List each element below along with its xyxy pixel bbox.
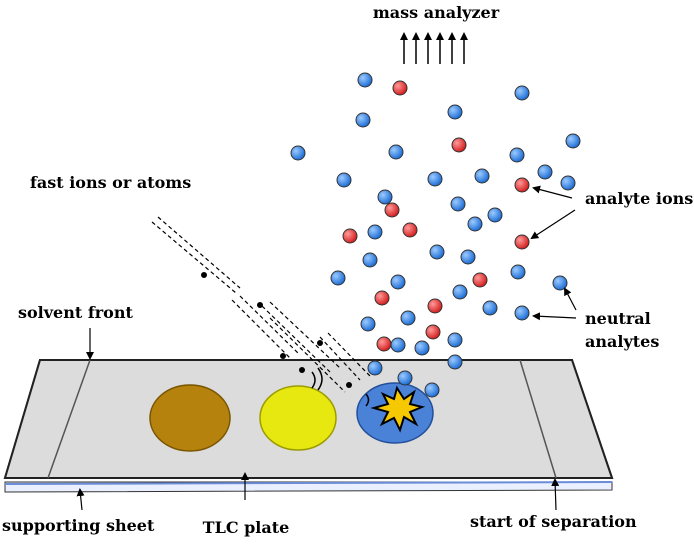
neutral-analyte	[537, 164, 553, 180]
neutral-analyte	[560, 175, 576, 191]
analyte-ion	[392, 80, 408, 96]
neutral-analyte	[330, 270, 346, 286]
neutral-analyte	[510, 264, 526, 280]
neutral-analyte	[467, 216, 483, 232]
neutral-analyte	[390, 337, 406, 353]
neutral-analyte	[367, 360, 383, 376]
start-of-separation-label: start of separation	[470, 512, 637, 531]
neutral-analyte	[336, 172, 352, 188]
analyte-ion	[514, 234, 530, 250]
yellow-spot	[259, 385, 337, 451]
mass-analyzer-label: mass analyzer	[373, 3, 500, 22]
analyte-ion	[451, 137, 467, 153]
neutral-analyte	[429, 244, 445, 260]
impact-waves	[311, 367, 370, 407]
analyte-ion	[514, 177, 530, 193]
neutral-analyte	[460, 249, 476, 265]
start-line	[519, 359, 557, 479]
neutral-analyte	[474, 168, 490, 184]
neutral-analyte	[360, 316, 376, 332]
impact-burst	[370, 385, 426, 433]
neutral-analyte	[388, 144, 404, 160]
neutral-analyte	[424, 382, 440, 398]
neutral-analyte	[290, 145, 306, 161]
brown-spot	[149, 384, 231, 452]
neutral-analyte	[450, 196, 466, 212]
supporting-sheet-line	[4, 481, 613, 485]
beam-particles	[201, 272, 352, 388]
ion-beams	[151, 216, 371, 393]
neutral-analyte	[552, 275, 568, 291]
analyte-ion	[374, 290, 390, 306]
neutral-analyte	[367, 224, 383, 240]
neutral-analyte	[377, 189, 393, 205]
neutral-analyte	[514, 85, 530, 101]
neutral-analyte	[362, 252, 378, 268]
neutral-analyte	[414, 340, 430, 356]
pointer-arrows	[76, 185, 577, 511]
neutral-analyte	[355, 112, 371, 128]
analyte-ion	[472, 272, 488, 288]
neutral-analyte	[427, 171, 443, 187]
analyte-ion	[342, 228, 358, 244]
mass-analyzer-arrows	[400, 32, 468, 64]
particle-cloud	[290, 72, 581, 398]
fast-ions-label: fast ions or atoms	[30, 173, 191, 192]
neutral-analyte	[447, 332, 463, 348]
solvent-front-line	[47, 359, 91, 479]
supporting-sheet-label: supporting sheet	[2, 516, 155, 535]
neutral-analyte	[452, 284, 468, 300]
neutral-analyte	[482, 300, 498, 316]
analyte-ion	[376, 336, 392, 352]
neutral-analyte	[357, 72, 373, 88]
analyte-ion	[425, 324, 441, 340]
analyte-ion	[384, 202, 400, 218]
analyte-ions-label: analyte ions	[585, 189, 693, 208]
neutral-analyte	[565, 133, 581, 149]
neutral-analyte	[447, 104, 463, 120]
neutral-analyte	[390, 274, 406, 290]
neutral-label-line1: neutral	[585, 309, 651, 328]
neutral-analyte	[447, 354, 463, 370]
analyte-ion	[427, 298, 443, 314]
neutral-label-line2: analytes	[585, 332, 659, 351]
analyte-ion	[402, 222, 418, 238]
tlc-plate-label: TLC plate	[203, 518, 290, 537]
neutral-analyte	[397, 370, 413, 386]
neutral-analyte	[487, 207, 503, 223]
neutral-analyte	[509, 147, 525, 163]
neutral-analyte	[514, 305, 530, 321]
neutral-analyte	[400, 310, 416, 326]
solvent-front-label: solvent front	[18, 303, 133, 322]
